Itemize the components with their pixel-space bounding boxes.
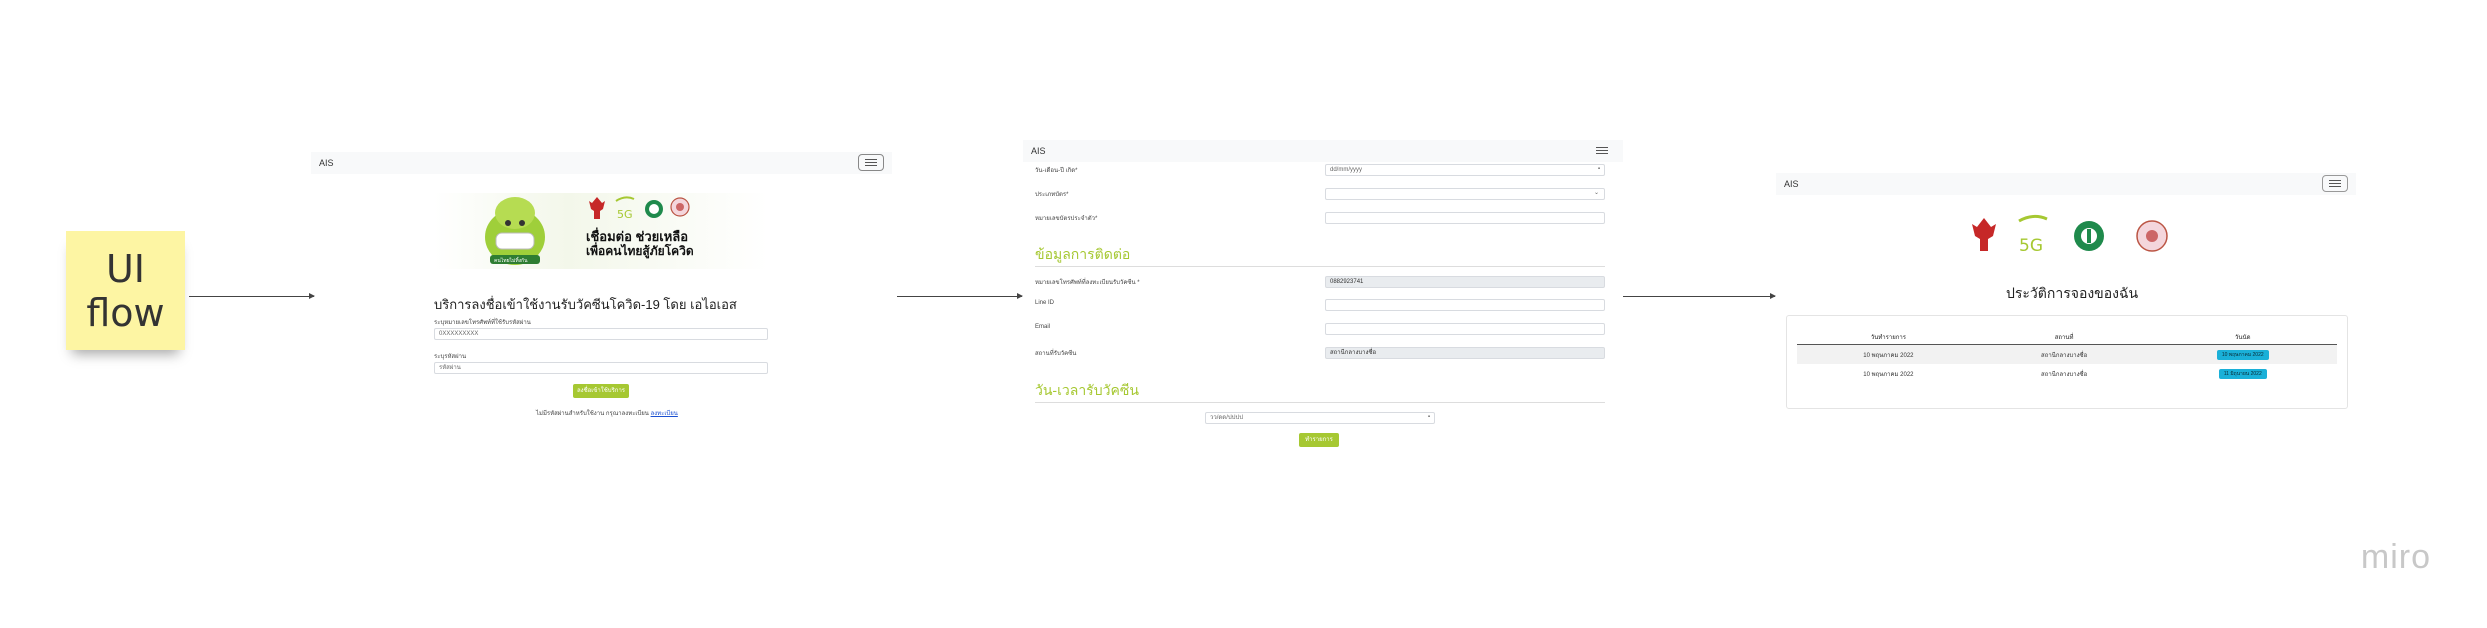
garuda-logo [589,197,605,219]
appointment-date-input[interactable]: วว/ดด/ปปปป ▪ [1205,412,1435,424]
id-number-input[interactable] [1325,212,1605,224]
table-header-row: วันทำรายการ สถานที่ วันนัด [1797,330,2337,345]
calendar-icon[interactable]: ▪ [1597,166,1600,172]
id-number-label: หมายเลขบัตรประจำตัว* [1035,216,1098,222]
banner-headline-2: เพื่อคนไทยสู้ภัยโควิด [586,244,694,258]
register-prompt: ไม่มีรหัสผ่านสำหรับใช้งาน กรุณาลงทะเบียน [536,411,649,417]
id-type-select[interactable]: ⌄ [1325,188,1605,200]
datetime-divider [1035,402,1605,403]
sticky-note-line2: flow [86,290,165,335]
garuda-logo [1972,218,1996,251]
table-row[interactable]: 10 พฤษภาคม 2022 สถานีกลางบางซื่อ 10 พฤษภ… [1797,344,2337,364]
svg-text:5G: 5G [617,208,633,221]
page-title: ประวัติการจองของฉัน [2006,285,2139,301]
appointment-badge[interactable]: 10 พฤษภาคม 2022 [2216,349,2269,360]
flow-arrow-3 [1623,293,1776,299]
register-link[interactable]: ลงทะเบียน [650,411,678,417]
contact-divider [1035,266,1605,267]
column-header-place: สถานที่ [1979,330,2149,345]
contact-section-title: ข้อมูลการติดต่อ [1035,246,1131,262]
phone-input[interactable]: 0XXXXXXXXX [434,328,768,340]
mascot-image [485,197,545,265]
flow-arrow-1 [189,293,315,299]
site-label: สถานที่รับวัคซีน [1035,351,1077,357]
health-ministry-logo [2074,221,2104,251]
banner-caption: คนไทยไม่ทิ้งกัน [494,258,528,264]
covid-banner: คนไทยไม่ทิ้งกัน 5G เชื่อมต่อ ช่วยเหลือ เ… [434,193,768,269]
menu-toggle-button[interactable] [2322,175,2348,192]
phone-label: ระบุหมายเลขโทรศัพท์ที่ใช้รับรหัสผ่าน [434,320,531,326]
history-card: วันทำรายการ สถานที่ วันนัด 10 พฤษภาคม 20… [1786,315,2348,409]
navbar-brand[interactable]: AIS [1784,179,1799,189]
row-date: 10 พฤษภาคม 2022 [1863,371,1914,378]
banner-headline-1: เชื่อมต่อ ช่วยเหลือ [586,229,689,244]
row-place: สถานีกลางบางซื่อ [1979,344,2149,364]
menu-toggle-button[interactable] [1589,142,1615,159]
flow-arrow-2 [897,293,1023,299]
screen-booking-form: AIS วัน-เดือน-ปี เกิด* dd/mm/yyyy ▪ ประเ… [1023,140,1623,460]
navbar: AIS [1023,140,1623,162]
sticky-note[interactable]: UI flow [66,231,185,350]
row-appointment: 10 พฤษภาคม 2022 [2148,344,2337,364]
password-input[interactable]: รหัสผ่าน [434,362,768,374]
dept-seal-logo [2136,220,2168,252]
id-type-label: ประเภทบัตร* [1035,192,1069,198]
calendar-icon[interactable]: ▪ [1427,414,1430,420]
navbar: AIS [1776,173,2356,195]
page-title: บริการลงชื่อเข้าใช้งานรับวัคซีนโควิด-19 … [434,297,737,312]
screen-booking-history: AIS 5G ประวัติการจองของฉัน วันทำรายการ ส… [1776,173,2356,423]
contact-phone-label: หมายเลขโทรศัพท์ที่ลงทะเบียนรับวัคซีน * [1035,280,1140,286]
navbar: AIS [311,152,892,174]
submit-button[interactable]: ทำรายการ [1299,433,1339,447]
line-id-input[interactable] [1325,299,1605,311]
row-appointment: 11 มิถุนายน 2022 [2148,364,2337,383]
dob-label: วัน-เดือน-ปี เกิด* [1035,168,1078,174]
screen-login: AIS คนไทยไม่ทิ้งกัน 5G เชื่อมต่อ ช่วยเหล… [311,152,892,432]
dept-seal-logo [670,197,690,217]
navbar-brand[interactable]: AIS [319,158,334,168]
register-text: ไม่มีรหัสผ่านสำหรับใช้งาน กรุณาลงทะเบียน… [536,408,678,418]
site-input[interactable]: สถานีกลางบางซื่อ [1325,347,1605,359]
chevron-down-icon: ⌄ [1593,190,1599,196]
email-label: Email [1035,324,1051,330]
row-date: 10 พฤษภาคม 2022 [1797,344,1980,364]
contact-phone-input[interactable]: 0882923741 [1325,276,1605,288]
login-button[interactable]: ลงชื่อเข้าใช้บริการ [573,384,629,398]
column-header-appointment: วันนัด [2148,330,2337,345]
sticky-note-line1: UI [105,246,145,291]
ais-5g-logo: 5G [615,196,635,221]
history-table: วันทำรายการ สถานที่ วันนัด 10 พฤษภาคม 20… [1797,330,2337,383]
datetime-section-title: วัน-เวลารับวัคซีน [1035,382,1139,398]
health-ministry-logo [645,200,663,218]
password-label: ระบุรหัสผ่าน [434,354,467,360]
table-row[interactable]: 10 พฤษภาคม 2022 สถานีกลางบางซื่อ 11 มิถุ… [1797,364,2337,383]
ais-5g-logo: 5G [2018,214,2048,256]
miro-watermark: miro [2360,538,2431,576]
column-header-date: วันทำรายการ [1797,330,1980,345]
line-id-label: Line ID [1035,300,1055,306]
appointment-date-value: วว/ดด/ปปปป [1210,415,1244,421]
navbar-brand[interactable]: AIS [1031,146,1046,156]
svg-text:5G: 5G [2019,236,2043,256]
email-input[interactable] [1325,323,1605,335]
dob-input[interactable]: dd/mm/yyyy ▪ [1325,164,1605,176]
row-place: สถานีกลางบางซื่อ [2041,371,2088,378]
menu-toggle-button[interactable] [858,154,884,171]
dob-value: dd/mm/yyyy [1330,167,1363,173]
appointment-badge[interactable]: 11 มิถุนายน 2022 [2218,368,2267,379]
